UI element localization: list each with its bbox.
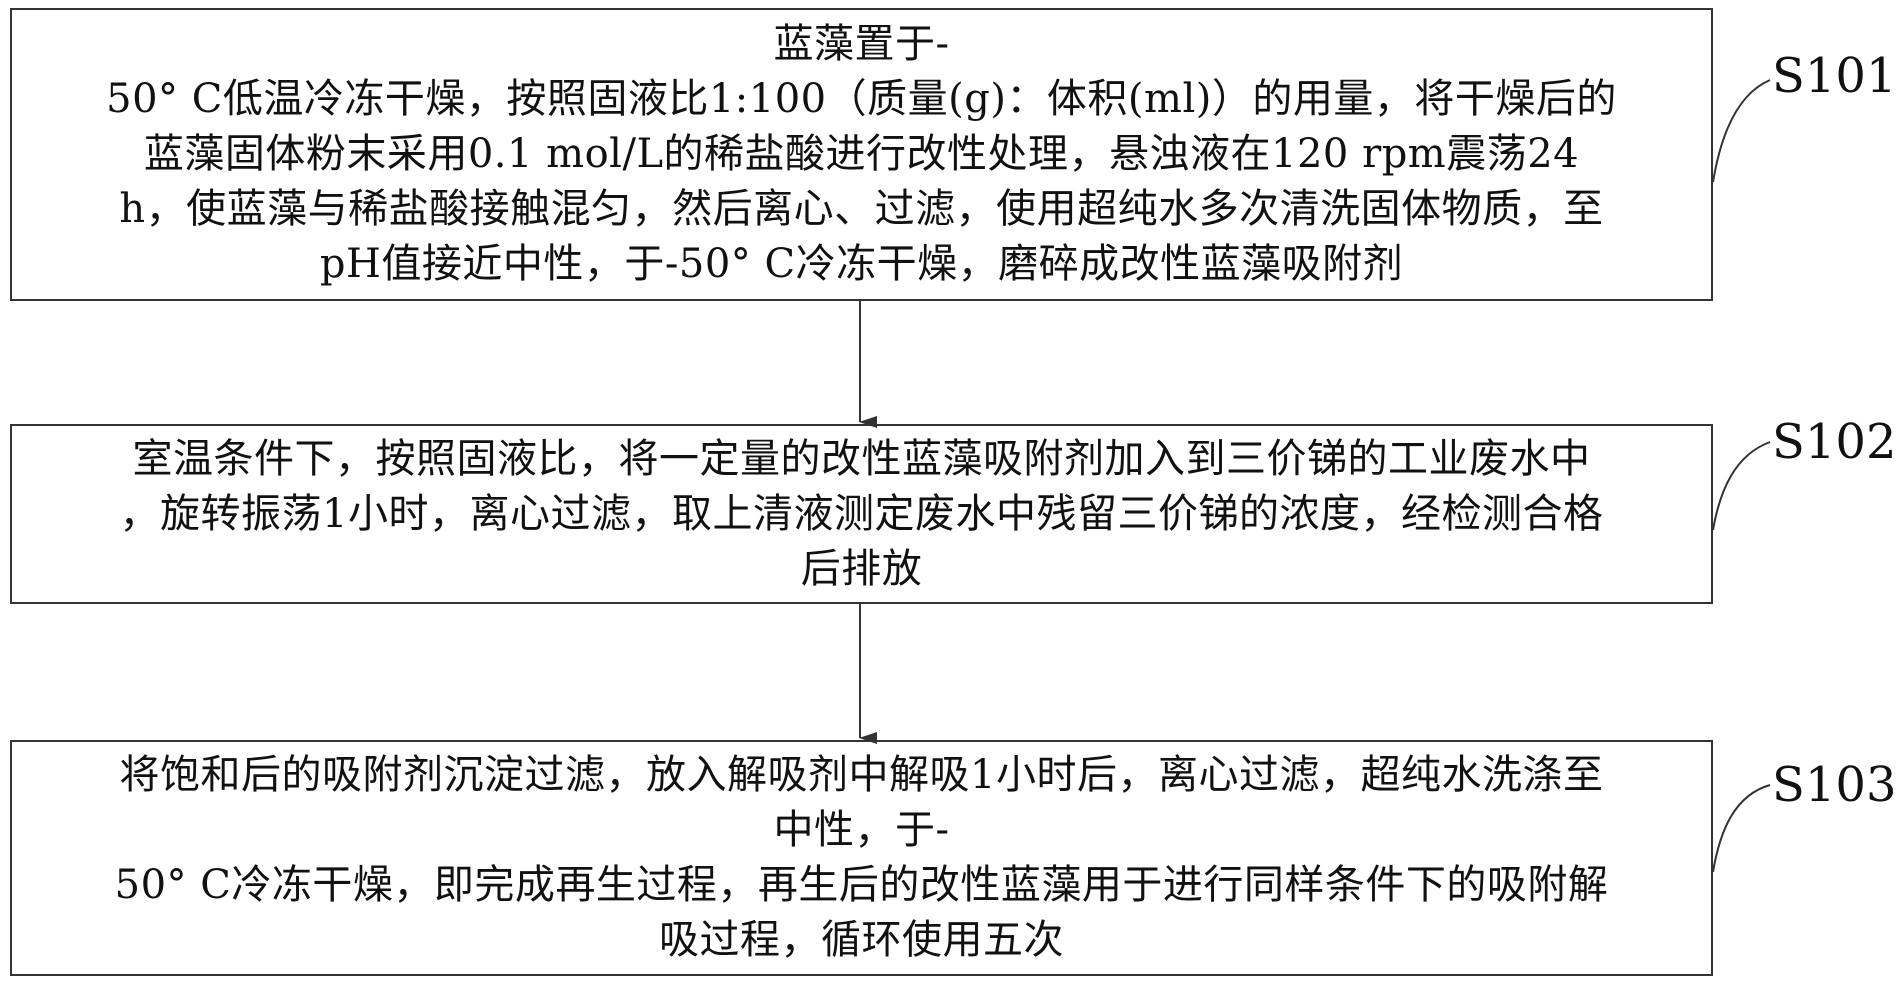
- leader-line-s103: [1712, 784, 1771, 873]
- step-label-s103: S103: [1772, 757, 1897, 813]
- step-text-s102: 室温条件下，按照固液比，将一定量的改性蓝藻吸附剂加入到三价锑的工业废水中 ，旋转…: [119, 435, 1604, 592]
- step-box-s103: 将饱和后的吸附剂沉淀过滤，放入解吸剂中解吸1小时后，离心过滤，超纯水洗涤至 中性…: [10, 740, 1713, 976]
- step-label-s102: S102: [1772, 414, 1897, 470]
- leader-line-s102: [1712, 441, 1771, 531]
- step-box-s101: 蓝藻置于- 50° C低温冷冻干燥，按照固液比1:100（质量(g)：体积(ml…: [10, 8, 1713, 301]
- step-label-s101: S101: [1772, 48, 1897, 104]
- leader-line-s101: [1712, 79, 1771, 183]
- step-box-s102: 室温条件下，按照固液比，将一定量的改性蓝藻吸附剂加入到三价锑的工业废水中 ，旋转…: [10, 424, 1713, 604]
- step-text-s103: 将饱和后的吸附剂沉淀过滤，放入解吸剂中解吸1小时后，离心过滤，超纯水洗涤至 中性…: [114, 752, 1609, 963]
- step-text-s101: 蓝藻置于- 50° C低温冷冻干燥，按照固液比1:100（质量(g)：体积(ml…: [106, 21, 1617, 287]
